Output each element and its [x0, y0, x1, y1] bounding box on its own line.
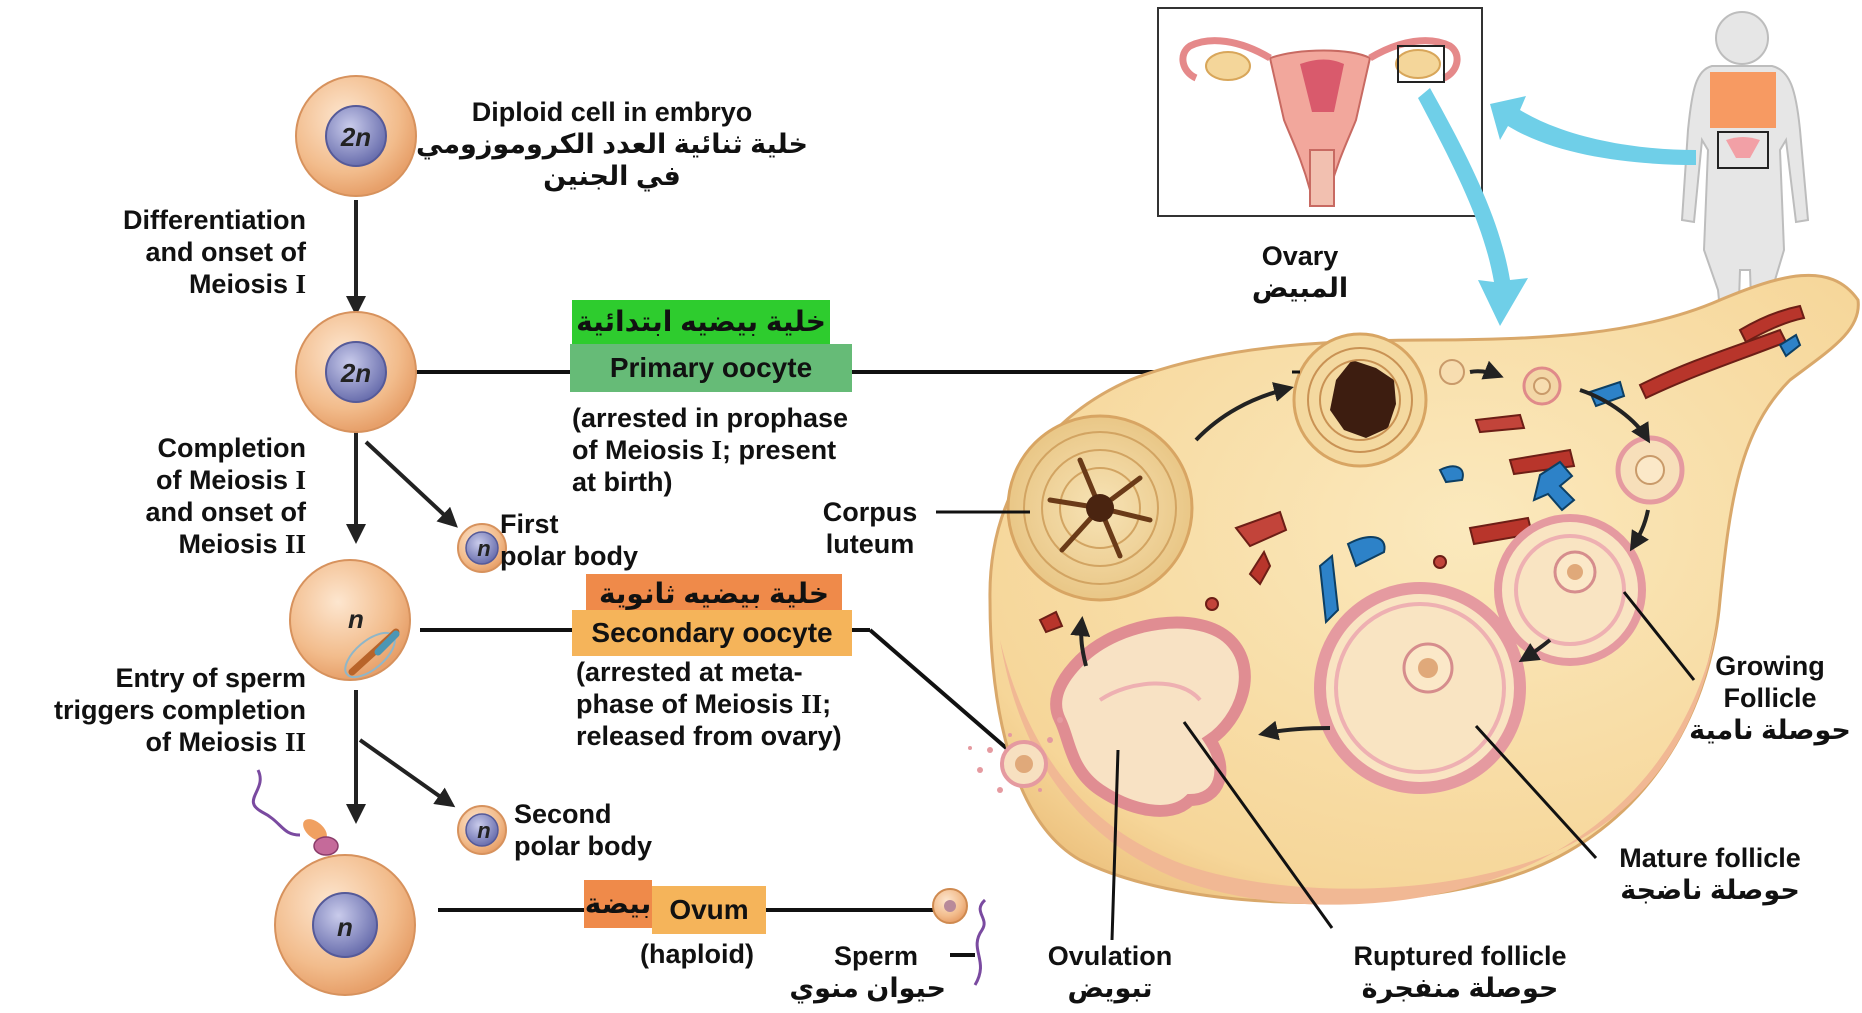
comp-line-2-text: of Meiosis [156, 465, 296, 495]
entry-line-3: of Meiosis II [4, 726, 306, 758]
primary-oocyte-note: (arrested in prophase of Meiosis I; pres… [572, 402, 848, 498]
second-polar-line-1: Second [514, 798, 652, 830]
roman-numeral: II [285, 529, 306, 559]
completion-label: Completion of Meiosis I and onset of Mei… [40, 432, 306, 560]
sperm-entering-ovum [253, 770, 338, 855]
ovum-arabic-box: بيضة [584, 880, 652, 928]
primary-note-2-post: ; present [722, 435, 836, 465]
second-polar-body-label: Second polar body [514, 798, 652, 862]
diploid-cell-label: Diploid cell in embryo خلية ثنائية العدد… [412, 96, 812, 192]
diploid-cell-english: Diploid cell in embryo [412, 96, 812, 128]
first-polar-line-1: First [500, 508, 638, 540]
corpus-line-1: Corpus [810, 496, 930, 528]
sperm-english: Sperm [806, 940, 946, 972]
entry-line-2: triggers completion [4, 694, 306, 726]
ovulation-english: Ovulation [1030, 940, 1190, 972]
growing-line-2: Follicle [1680, 682, 1860, 714]
sperm-entry-label: Entry of sperm triggers completion of Me… [4, 662, 306, 758]
secondary-oocyte-note: (arrested at meta- phase of Meiosis II; … [576, 656, 842, 752]
comp-line-3: and onset of [40, 496, 306, 528]
ovary-english: Ovary [1240, 240, 1360, 272]
secondary-note-2: phase of Meiosis II; [576, 688, 842, 720]
ovary-section [936, 275, 1858, 940]
polar-ploidy-label: n [477, 818, 490, 843]
mature-follicle [1320, 588, 1520, 788]
primary-note-2: of Meiosis I; present [572, 434, 848, 466]
secondary-oocyte-box: Secondary oocyte [572, 610, 852, 656]
ovum-note: (haploid) [640, 938, 754, 970]
growing-follicle [1498, 518, 1642, 662]
roman-numeral: II [801, 689, 822, 719]
roman-numeral: I [295, 269, 306, 299]
secondary-note-1: (arrested at meta- [576, 656, 842, 688]
roman-numeral: I [295, 465, 306, 495]
developing-corpus-luteum [1294, 334, 1426, 466]
primary-note-3: at birth) [572, 466, 848, 498]
secondary-note-2-text: phase of Meiosis [576, 689, 801, 719]
first-polar-body-label: First polar body [500, 508, 638, 572]
ovary-arabic: المبيض [1240, 272, 1360, 304]
comp-line-4: Meiosis II [40, 528, 306, 560]
diff-line-3: Meiosis I [40, 268, 306, 300]
growing-arabic: حوصلة نامية [1680, 714, 1860, 746]
flow-arrows [356, 200, 455, 820]
cell-ploidy-label: n [348, 604, 364, 634]
diff-line-1: Differentiation [40, 204, 306, 236]
cell-ploidy-label: 2n [340, 358, 371, 388]
corpus-luteum-label: Corpus luteum [810, 496, 930, 560]
corpus-luteum [1008, 416, 1192, 600]
ruptured-arabic: حوصلة منفجرة [1340, 972, 1580, 1004]
secondary-note-3: released from ovary) [576, 720, 842, 752]
diff-line-3-text: Meiosis [189, 269, 296, 299]
primary-oocyte-arabic-box: خلية بيضيه ابتدائية [572, 300, 830, 344]
primary-note-1: (arrested in prophase [572, 402, 848, 434]
comp-line-1: Completion [40, 432, 306, 464]
growing-line-1: Growing [1680, 650, 1860, 682]
diploid-cell-arabic-2: في الجنين [412, 160, 812, 192]
primary-note-2-text: of Meiosis [572, 435, 712, 465]
mature-english: Mature follicle [1590, 842, 1830, 874]
corpus-line-2: luteum [810, 528, 930, 560]
ruptured-follicle-label: Ruptured follicle حوصلة منفجرة [1340, 940, 1580, 1004]
sperm-label: Sperm حيوان منوي [806, 940, 946, 1004]
secondary-note-2-post: ; [822, 689, 831, 719]
comp-line-4-text: Meiosis [178, 529, 285, 559]
roman-numeral: II [285, 727, 306, 757]
mature-follicle-label: Mature follicle حوصلة ناضجة [1590, 842, 1830, 906]
secondary-oocyte-arabic-box: خلية بيضيه ثانوية [586, 574, 842, 614]
entry-line-1: Entry of sperm [4, 662, 306, 694]
ovum-box: Ovum [652, 886, 766, 934]
ovulation-label: Ovulation تبويض [1030, 940, 1190, 1004]
ovary-label: Ovary المبيض [1240, 240, 1360, 304]
cell-ploidy-label: 2n [340, 122, 371, 152]
mature-arabic: حوصلة ناضجة [1590, 874, 1830, 906]
polar-ploidy-label: n [477, 536, 490, 561]
roman-numeral: I [712, 435, 723, 465]
primary-oocyte-box: Primary oocyte [570, 344, 852, 392]
second-polar-line-2: polar body [514, 830, 652, 862]
ruptured-english: Ruptured follicle [1340, 940, 1580, 972]
ovulation-arabic: تبويض [1030, 972, 1190, 1004]
entry-line-3-text: of Meiosis [145, 727, 285, 757]
diploid-cell-arabic: خلية ثنائية العدد الكروموزومي [412, 128, 812, 160]
first-polar-line-2: polar body [500, 540, 638, 572]
growing-follicle-label: Growing Follicle حوصلة نامية [1680, 650, 1860, 746]
diff-line-2: and onset of [40, 236, 306, 268]
cell-ploidy-label: n [337, 912, 353, 942]
sperm-arabic: حيوان منوي [806, 972, 946, 1004]
comp-line-2: of Meiosis I [40, 464, 306, 496]
differentiation-label: Differentiation and onset of Meiosis I [40, 204, 306, 300]
